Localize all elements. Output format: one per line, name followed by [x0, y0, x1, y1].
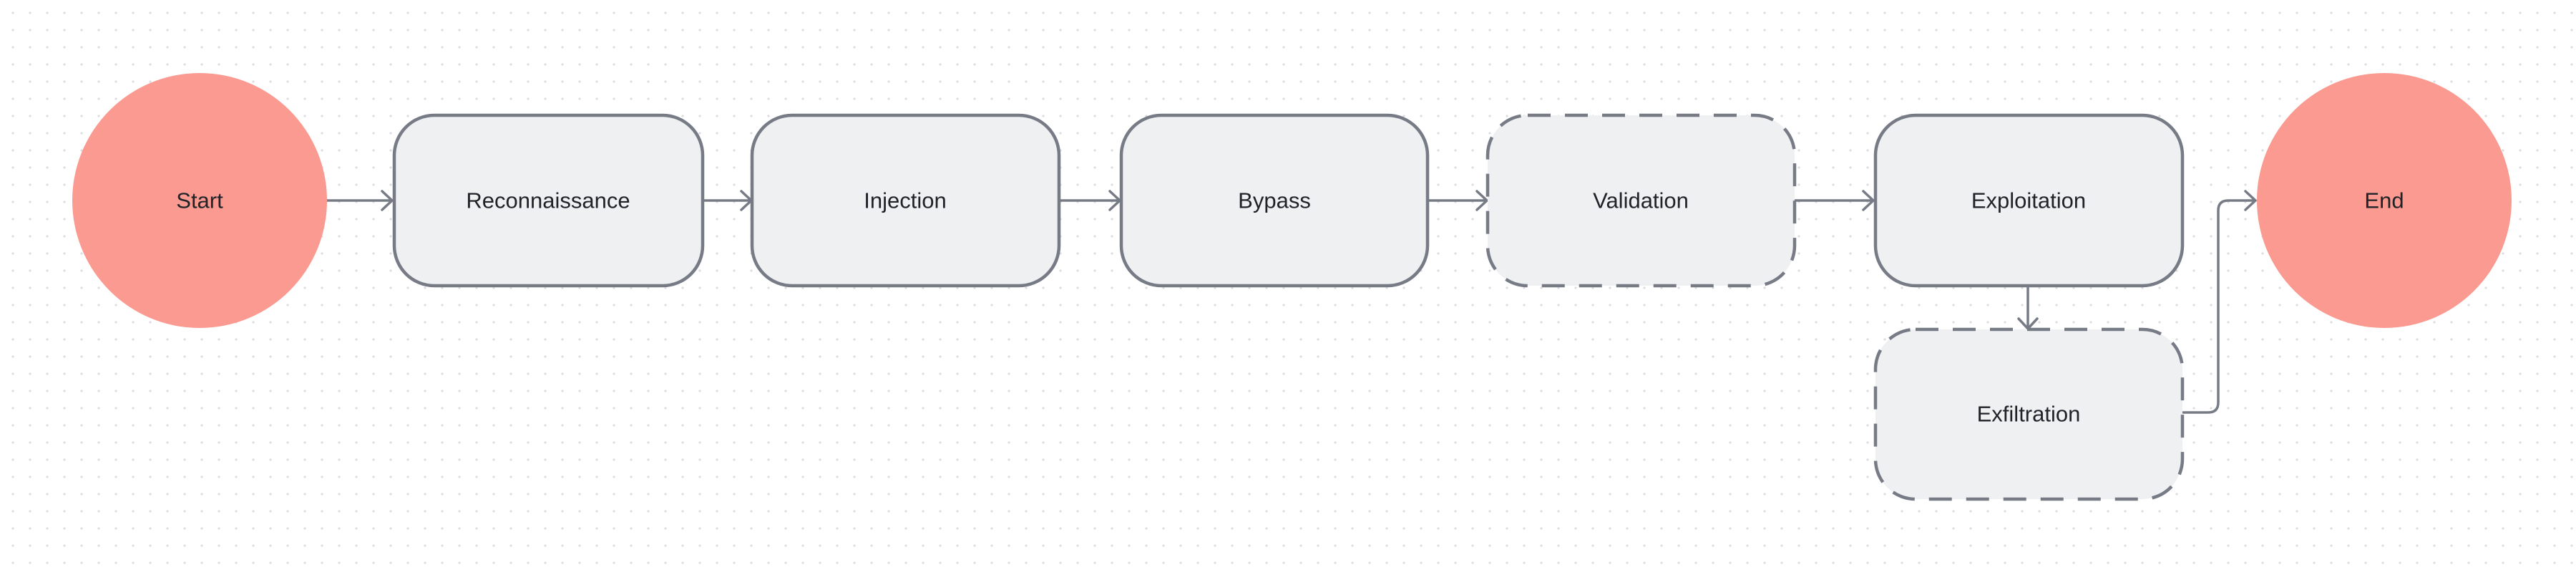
node-injection[interactable]: Injection — [750, 113, 1061, 288]
node-end-label: End — [2364, 188, 2404, 213]
node-start[interactable]: Start — [72, 73, 327, 328]
edge-start-to-reconnaissance[interactable] — [325, 190, 394, 211]
node-injection-label: Injection — [864, 188, 946, 213]
edge-exploitation-to-exfiltration[interactable] — [2017, 284, 2039, 330]
node-exploitation-box — [1873, 113, 2185, 288]
node-validation-label: Validation — [1593, 188, 1689, 213]
node-exfiltration-box — [1873, 327, 2185, 501]
edge-validation-to-exploitation[interactable] — [1793, 190, 1875, 211]
node-bypass[interactable]: Bypass — [1119, 113, 1430, 288]
edge-injection-to-bypass[interactable] — [1058, 190, 1121, 211]
edges — [325, 190, 2257, 414]
node-exfiltration-label: Exfiltration — [1977, 402, 2081, 427]
start-circle — [72, 73, 327, 328]
node-end[interactable]: End — [2257, 73, 2512, 328]
node-exploitation-label: Exploitation — [1971, 188, 2086, 213]
node-reconnaissance-box — [392, 113, 705, 288]
node-injection-box — [750, 113, 1061, 288]
end-circle — [2257, 73, 2512, 328]
node-exploitation[interactable]: Exploitation — [1873, 113, 2185, 288]
edge-reconnaissance-to-injection[interactable] — [701, 190, 753, 211]
node-exfiltration[interactable]: Exfiltration — [1873, 327, 2185, 501]
node-reconnaissance-label: Reconnaissance — [466, 188, 630, 213]
node-start-label: Start — [176, 188, 223, 213]
node-validation[interactable]: Validation — [1485, 113, 1797, 288]
node-reconnaissance[interactable]: Reconnaissance — [392, 113, 705, 288]
edge-exfiltration-to-end[interactable] — [2180, 190, 2257, 414]
node-bypass-box — [1119, 113, 1430, 288]
node-bypass-label: Bypass — [1238, 188, 1311, 213]
node-validation-box — [1485, 113, 1797, 288]
edge-bypass-to-validation[interactable] — [1426, 190, 1488, 211]
